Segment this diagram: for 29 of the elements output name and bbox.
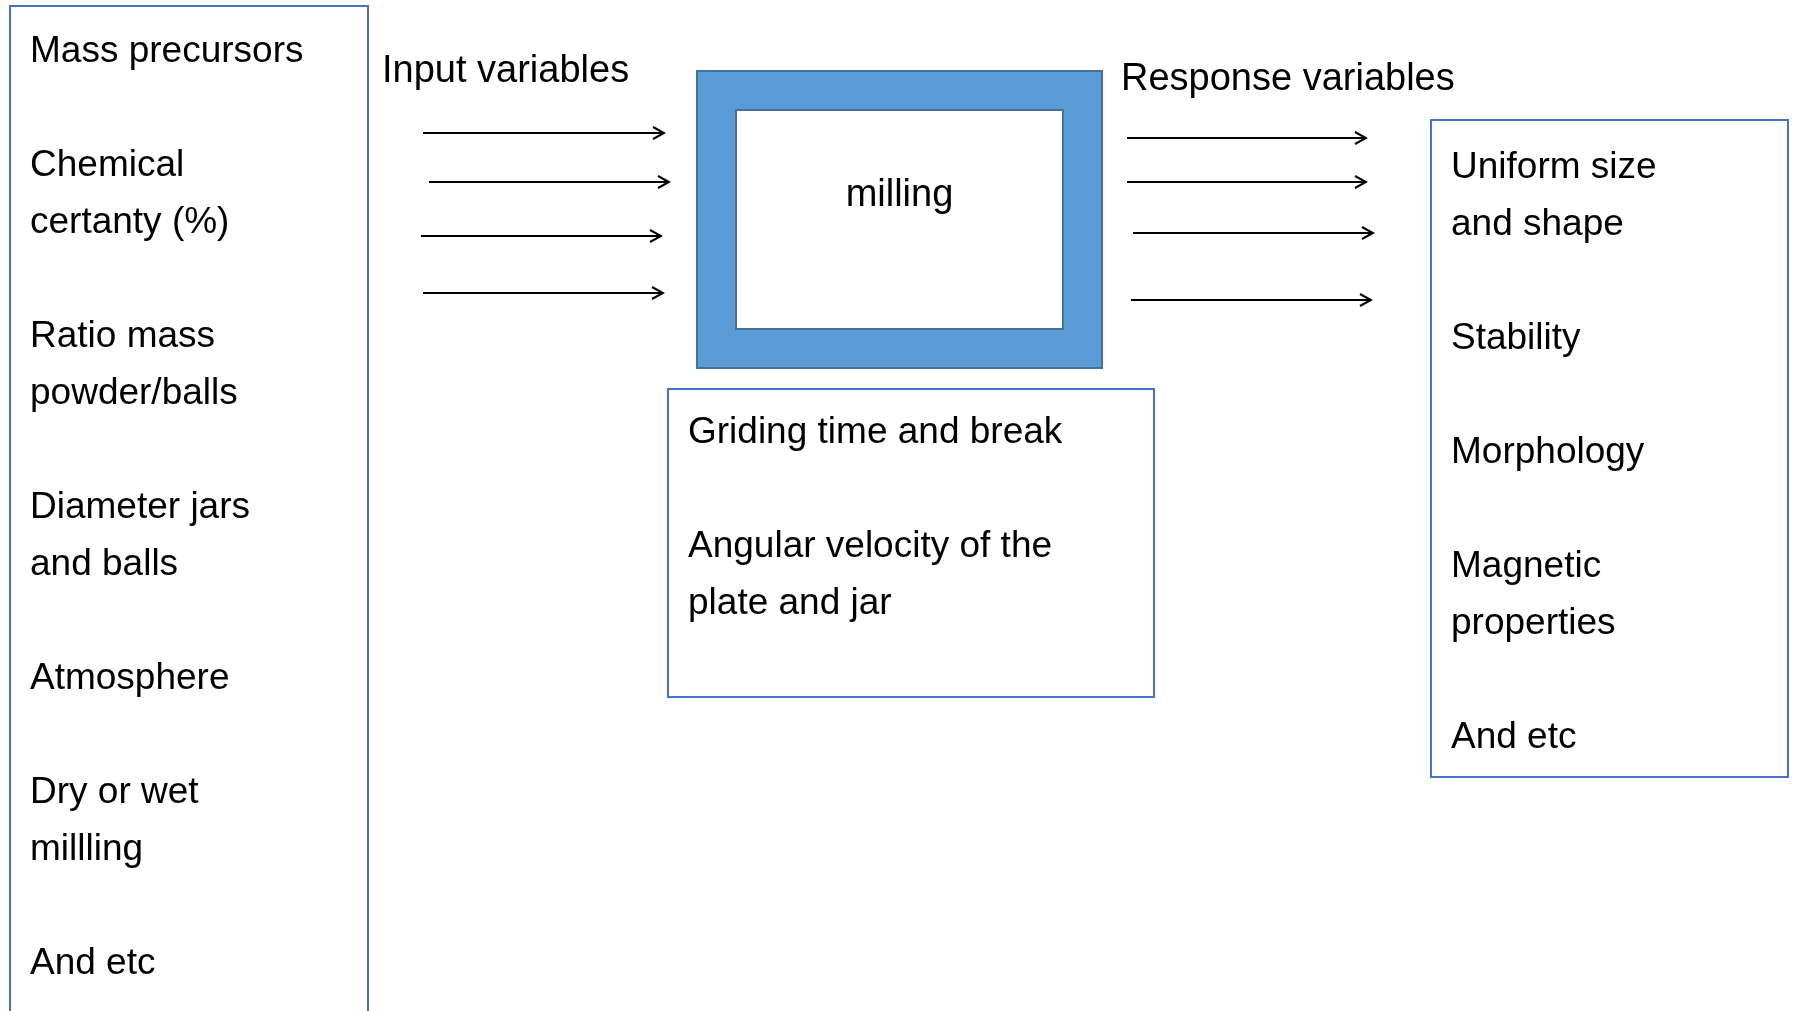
- variable-text: Dry or wet millling: [30, 769, 200, 870]
- variable-text: And etc: [1451, 714, 1578, 758]
- arrow: [1130, 293, 1372, 307]
- process-label: milling: [845, 171, 954, 216]
- arrow: [420, 229, 662, 243]
- arrow: [428, 175, 670, 189]
- arrow: [1126, 175, 1367, 189]
- heading-label: Input variables: [382, 47, 630, 92]
- variable-text: Stability: [1451, 315, 1582, 359]
- variable-text: And etc: [30, 940, 157, 984]
- parameters-box: [667, 388, 1155, 698]
- input-variables-box: [9, 5, 369, 1011]
- arrow: [1126, 131, 1367, 145]
- variable-text: Ratio mass powder/balls: [30, 313, 239, 414]
- variable-text: Uniform size and shape: [1451, 144, 1658, 245]
- variable-text: Mass precursors: [30, 28, 305, 72]
- milling-box: [698, 72, 1101, 367]
- arrow: [1132, 226, 1374, 240]
- variable-text: Diameter jars and balls: [30, 484, 251, 585]
- variable-text: Griding time and break: [688, 409, 1064, 453]
- variable-text: Morphology: [1451, 429, 1646, 473]
- arrow: [422, 286, 664, 300]
- variable-text: Atmosphere: [30, 655, 231, 699]
- variable-text: Magnetic properties: [1451, 543, 1617, 644]
- heading-label: Response variables: [1121, 55, 1455, 100]
- response-variables-box: [1430, 119, 1789, 778]
- variable-text: Chemical certanty (%): [30, 142, 231, 243]
- arrow: [422, 126, 665, 140]
- variable-text: Angular velocity of the plate and jar: [688, 523, 1054, 624]
